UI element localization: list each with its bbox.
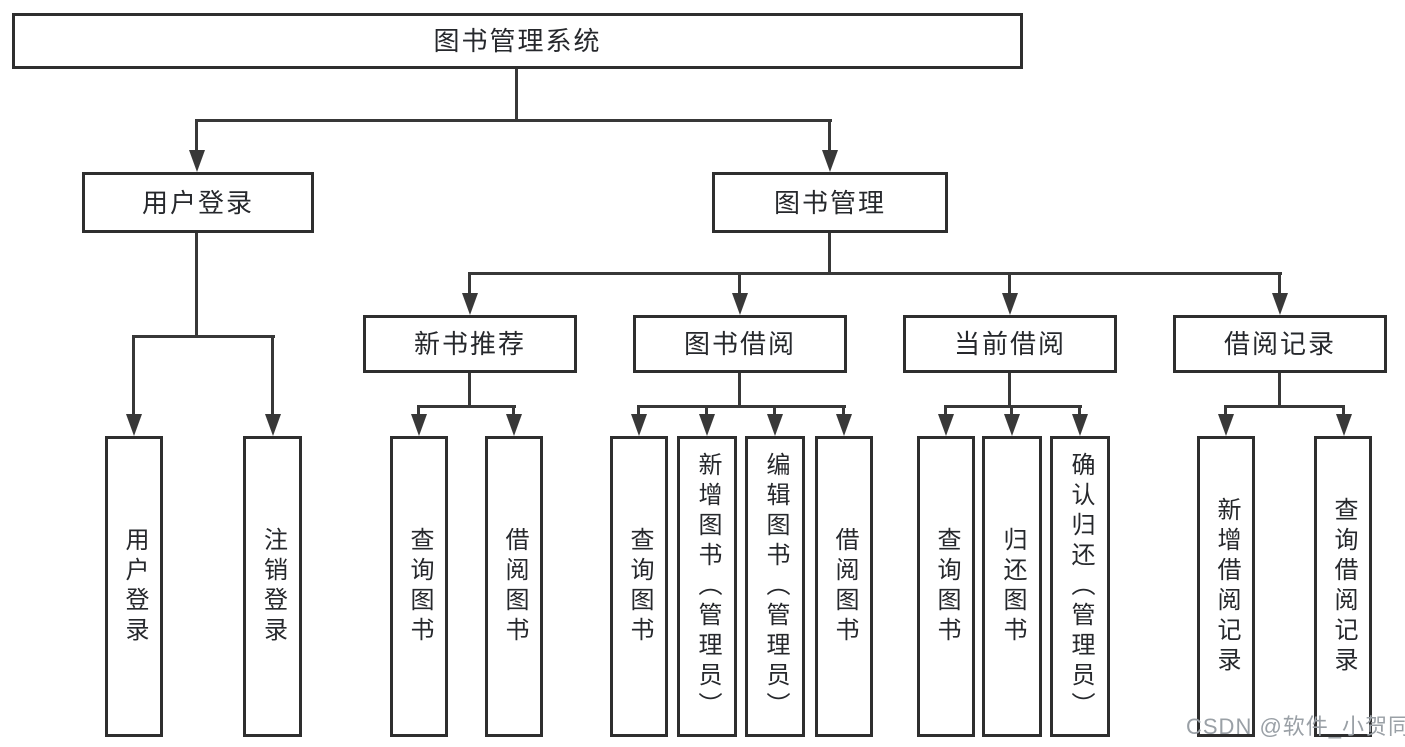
tree-edge	[944, 405, 1082, 408]
tree-edge	[705, 405, 708, 417]
tree-edge	[195, 233, 198, 338]
tree-edge	[515, 69, 518, 122]
leaf-add-borrow-record: 新增借阅记录	[1197, 436, 1255, 737]
arrow-head-icon	[411, 414, 427, 436]
node-user-login-label: 用户登录	[141, 187, 254, 218]
leaf-borrow-books-borrowing-label: 借阅图书	[831, 526, 858, 647]
tree-edge	[637, 405, 846, 408]
tree-edge	[828, 233, 831, 275]
tree-edge	[1008, 373, 1011, 408]
leaf-query-books-recommend: 查询图书	[390, 436, 448, 737]
tree-edge	[1278, 272, 1281, 295]
tree-edge	[132, 335, 275, 338]
tree-edge	[195, 119, 832, 122]
tree-edge	[1078, 405, 1081, 417]
tree-edge	[1224, 405, 1345, 408]
tree-edge	[1008, 272, 1011, 295]
leaf-query-books-current: 查询图书	[917, 436, 975, 737]
tree-edge	[738, 373, 741, 408]
arrow-head-icon	[265, 414, 281, 436]
arrow-head-icon	[836, 414, 852, 436]
leaf-add-books-admin: 新增图书（管理员）	[677, 436, 737, 737]
tree-edge	[468, 272, 471, 295]
leaf-return-books: 归还图书	[982, 436, 1042, 737]
arrow-head-icon	[699, 414, 715, 436]
leaf-borrow-books-borrowing: 借阅图书	[815, 436, 873, 737]
node-book-management-label: 图书管理	[773, 187, 886, 218]
arrow-head-icon	[732, 293, 748, 315]
tree-edge	[468, 272, 1282, 275]
leaf-query-borrow-record: 查询借阅记录	[1314, 436, 1372, 737]
tree-edge	[195, 119, 198, 152]
leaf-user-login: 用户登录	[105, 436, 163, 737]
leaf-edit-books-admin: 编辑图书（管理员）	[745, 436, 805, 737]
leaf-query-borrow-record-label: 查询借阅记录	[1330, 496, 1357, 677]
leaf-query-books-borrowing: 查询图书	[610, 436, 668, 737]
leaf-user-login-label: 用户登录	[121, 526, 148, 647]
tree-edge	[842, 405, 845, 417]
node-current-borrowing-label: 当前借阅	[953, 329, 1066, 359]
tree-edge	[468, 373, 471, 408]
tree-edge	[512, 405, 515, 417]
arrow-head-icon	[1218, 414, 1234, 436]
arrow-head-icon	[506, 414, 522, 436]
arrow-head-icon	[938, 414, 954, 436]
arrow-head-icon	[126, 414, 142, 436]
leaf-confirm-return-admin: 确认归还（管理员）	[1050, 436, 1110, 737]
tree-edge	[773, 405, 776, 417]
arrow-head-icon	[1072, 414, 1088, 436]
tree-edge	[1010, 405, 1013, 417]
node-book-borrowing-label: 图书借阅	[683, 329, 796, 359]
arrow-head-icon	[631, 414, 647, 436]
tree-edge	[828, 119, 831, 152]
leaf-confirm-return-admin-label: 确认归还（管理员）	[1067, 451, 1094, 722]
leaf-add-borrow-record-label: 新增借阅记录	[1213, 496, 1240, 677]
node-root: 图书管理系统	[12, 13, 1023, 69]
tree-edge	[271, 335, 274, 417]
node-borrow-records-label: 借阅记录	[1223, 329, 1336, 359]
leaf-query-books-borrowing-label: 查询图书	[626, 526, 653, 647]
arrow-head-icon	[462, 293, 478, 315]
tree-edge	[944, 405, 947, 417]
arrow-head-icon	[1272, 293, 1288, 315]
arrow-head-icon	[767, 414, 783, 436]
node-user-login: 用户登录	[82, 172, 314, 233]
tree-edge	[1278, 373, 1281, 408]
leaf-add-books-admin-label: 新增图书（管理员）	[694, 451, 721, 722]
tree-edge	[1224, 405, 1227, 417]
node-book-management: 图书管理	[712, 172, 948, 233]
tree-edge	[637, 405, 640, 417]
node-borrow-records: 借阅记录	[1173, 315, 1387, 373]
csdn-watermark: CSDN @软件_小贺同学	[1186, 714, 1405, 739]
leaf-borrow-books-recommend: 借阅图书	[485, 436, 543, 737]
leaf-query-books-current-label: 查询图书	[933, 526, 960, 647]
arrow-head-icon	[1002, 293, 1018, 315]
leaf-return-books-label: 归还图书	[999, 526, 1026, 647]
leaf-logout-label: 注销登录	[259, 526, 287, 647]
tree-edge	[1342, 405, 1345, 417]
tree-edge	[738, 272, 741, 295]
arrow-head-icon	[189, 150, 205, 172]
arrow-head-icon	[1004, 414, 1020, 436]
tree-edge	[132, 335, 135, 417]
node-new-book-recommend-label: 新书推荐	[413, 329, 526, 359]
node-new-book-recommend: 新书推荐	[363, 315, 577, 373]
tree-edge	[417, 405, 420, 417]
arrow-head-icon	[1336, 414, 1352, 436]
leaf-logout: 注销登录	[243, 436, 302, 737]
node-book-borrowing: 图书借阅	[633, 315, 847, 373]
tree-edge	[417, 405, 516, 408]
leaf-query-books-recommend-label: 查询图书	[406, 526, 433, 647]
arrow-head-icon	[822, 150, 838, 172]
leaf-edit-books-admin-label: 编辑图书（管理员）	[762, 451, 789, 722]
leaf-borrow-books-recommend-label: 借阅图书	[501, 526, 528, 647]
node-current-borrowing: 当前借阅	[903, 315, 1117, 373]
node-root-label: 图书管理系统	[433, 26, 602, 56]
